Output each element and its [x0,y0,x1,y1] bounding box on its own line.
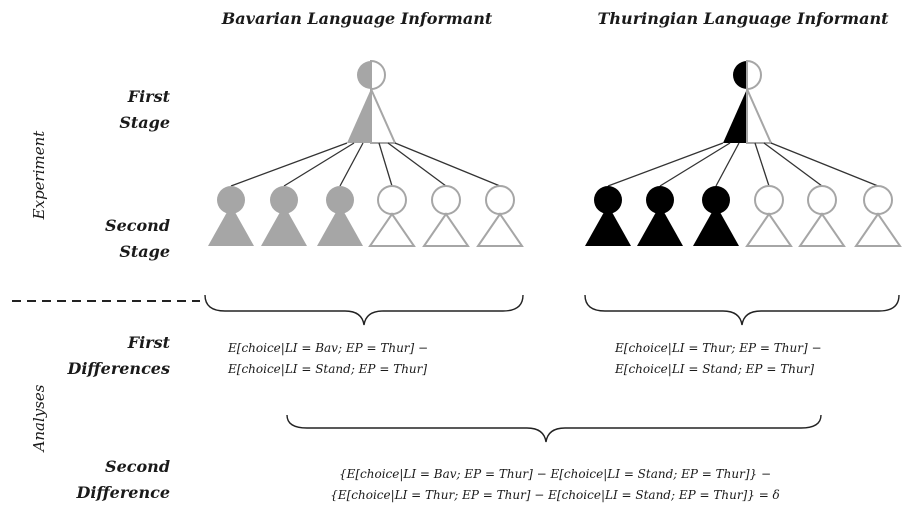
thuringian-difference-line2: E[choice|LI = Stand; EP = Thur] [614,362,814,376]
second-difference-brace [286,414,822,443]
analyses-side-label: Analyses [30,384,48,453]
experiment-side-label: Experiment [30,130,48,221]
thuringian-second-stage-figure-5 [798,185,846,247]
thuringian-difference-line1: E[choice|LI = Thur; EP = Thur] − [614,341,822,355]
thuringian-header: Thuringian Language Informant [598,9,890,28]
bavarian-second-stage-figure-2 [261,186,307,246]
bavarian-second-stage-figure-1 [208,186,254,246]
thuringian-second-stage-figure-2 [637,186,683,246]
bavarian-difference-line1: E[choice|LI = Bav; EP = Thur] − [227,341,428,355]
thuringian-second-stage-figure-6 [854,185,902,247]
thuringian-second-stage-figure-1 [585,186,631,246]
thuringian-first-stage-figure [723,59,773,144]
first-differences-label-line2: Differences [66,359,170,378]
bavarian-second-stage-figure-4 [368,185,416,247]
second-difference-label-line1: Second [105,457,170,476]
bavarian-branch-lines [230,142,501,187]
bavarian-brace [204,294,524,326]
second-stage-label-line2: Stage [119,242,170,261]
thuringian-brace [584,294,900,326]
first-stage-label-line1: First [127,87,171,106]
second-stage-label-line1: Second [105,216,170,235]
thuringian-second-stage-figure-4 [745,185,793,247]
second-difference-line2: {E[choice|LI = Thur; EP = Thur] − E[choi… [330,488,780,502]
first-differences-label-line1: First [127,333,171,352]
thuringian-branch-lines [607,142,879,187]
thuringian-second-stage-figure-3 [693,186,739,246]
first-stage-label-line2: Stage [119,113,170,132]
second-difference-line1: {E[choice|LI = Bav; EP = Thur] − E[choic… [339,467,771,481]
bavarian-difference-line2: E[choice|LI = Stand; EP = Thur] [227,362,427,376]
bavarian-second-stage-figure-3 [317,186,363,246]
bavarian-first-stage-figure [347,59,397,144]
bavarian-second-stage-figure-6 [476,185,524,247]
second-difference-label-line2: Difference [75,483,170,502]
bavarian-header: Bavarian Language Informant [221,9,493,28]
bavarian-second-stage-figure-5 [422,185,470,247]
